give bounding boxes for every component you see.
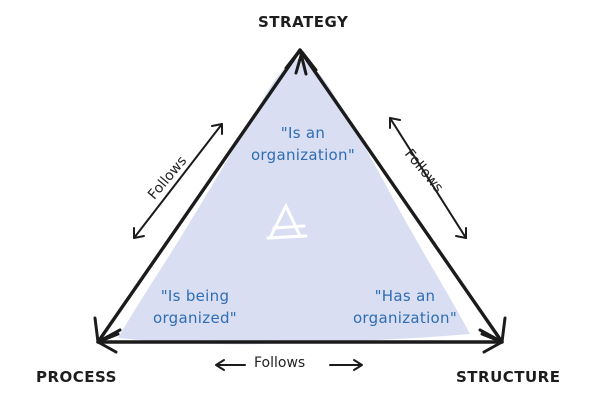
quote-strategy-line2: organization"	[250, 146, 356, 164]
follows-left-arrowhead-top	[211, 123, 223, 135]
follows-right-arrow	[389, 117, 467, 239]
quote-structure-line2: organization"	[352, 309, 458, 327]
follows-bottom-arrow-right	[329, 359, 363, 371]
quote-structure-line1: "Has an	[374, 287, 436, 305]
vertex-label-structure: STRUCTURE	[456, 368, 561, 386]
quote-strategy-line1: "Is an	[280, 124, 326, 142]
edge-label-bottom: Follows	[254, 355, 306, 371]
center-mark	[266, 202, 308, 240]
follows-bottom-arrow-left	[215, 359, 246, 371]
follows-left-arrowhead-bottom	[133, 227, 145, 239]
follows-right-arrowhead-top	[389, 117, 401, 129]
quote-process: "Is being organized"	[140, 285, 250, 329]
quote-process-line2: organized"	[153, 309, 237, 327]
arrowhead-top-left-edge	[284, 48, 308, 76]
edge-left	[96, 48, 302, 344]
edge-right	[298, 48, 504, 344]
vertex-label-strategy: STRATEGY	[258, 13, 349, 31]
arrowhead-right-vertex-b	[480, 332, 504, 354]
arrowhead-top-right-edge	[294, 50, 318, 75]
triangle-fill	[118, 58, 470, 345]
quote-process-line1: "Is being	[160, 287, 230, 305]
follows-left-arrow	[133, 123, 223, 239]
quote-structure: "Has an organization"	[330, 285, 480, 329]
quote-strategy: "Is an organization"	[238, 122, 368, 166]
vertex-label-process: PROCESS	[36, 368, 117, 386]
follows-right-arrowhead-bottom	[455, 227, 467, 239]
arrowhead-left-vertex-b	[96, 332, 120, 354]
